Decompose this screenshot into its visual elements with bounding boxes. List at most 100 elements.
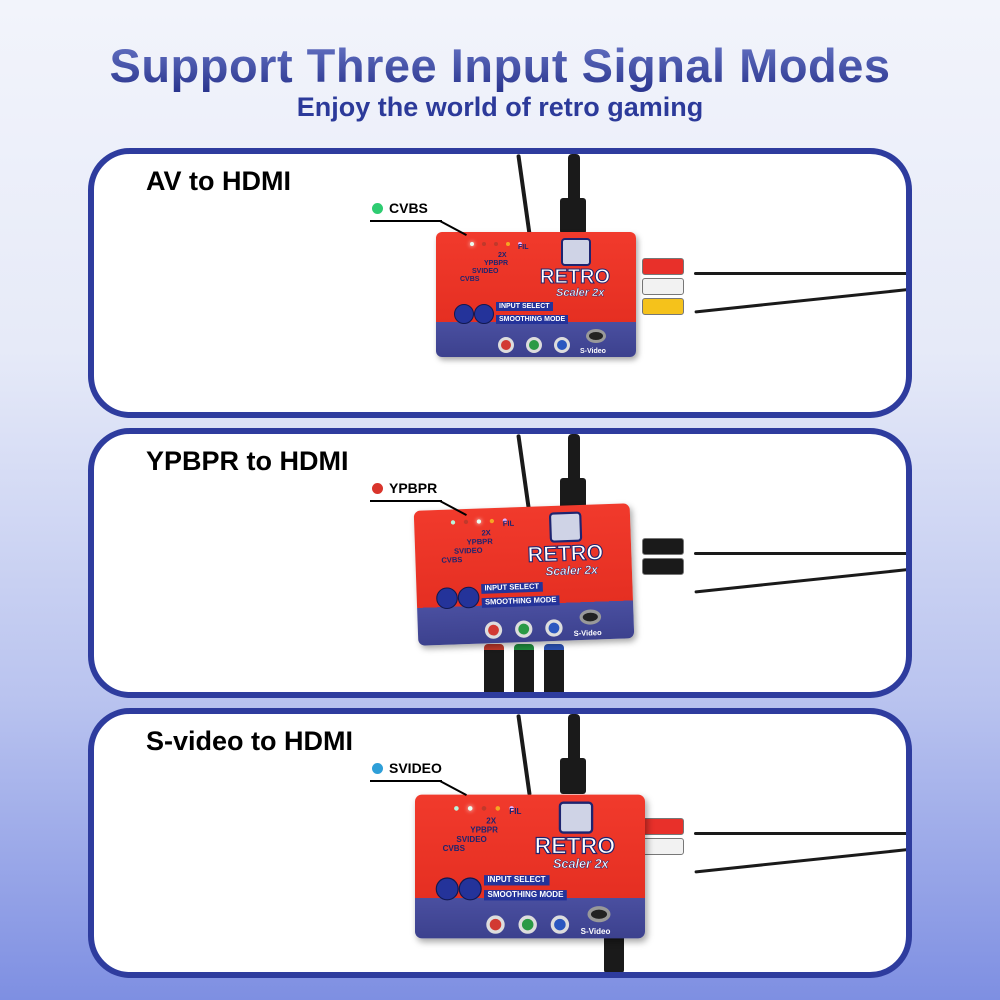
signal-callout: SVIDEO xyxy=(372,760,442,776)
led-label-svideo: SVIDEO xyxy=(453,547,483,556)
svideo-port-label: S-Video xyxy=(580,348,606,355)
smoothing-mode-button[interactable] xyxy=(458,877,482,901)
component-jack xyxy=(514,620,533,639)
input-select-button[interactable] xyxy=(435,877,459,901)
panel-title: YPBPR to HDMI xyxy=(146,446,349,476)
led-indicator xyxy=(467,806,473,811)
led-indicator xyxy=(481,806,487,811)
component-jack xyxy=(545,619,563,637)
rca-cable xyxy=(694,847,906,874)
smoothing-mode-button[interactable] xyxy=(474,304,494,324)
svideo-jack xyxy=(586,329,606,343)
led-label-fil: FIL xyxy=(518,244,529,251)
led-label-2x: 2X xyxy=(486,817,497,826)
led-indicator xyxy=(463,519,469,525)
led-label-svideo: SVIDEO xyxy=(456,836,487,845)
input-select-button[interactable] xyxy=(435,587,459,610)
logo-subtext: Scaler 2x xyxy=(553,857,609,872)
input-select-label: INPUT SELECT xyxy=(481,581,543,594)
rca-plug xyxy=(642,278,684,295)
smoothing-mode-label: SMOOTHING MODE xyxy=(484,890,567,901)
status-dot-icon xyxy=(372,762,383,774)
status-dot-icon xyxy=(372,482,383,494)
led-label-svideo: SVIDEO xyxy=(472,268,499,275)
component-cable xyxy=(544,644,564,692)
logo-monitor-icon xyxy=(558,801,594,834)
callout-line xyxy=(370,780,442,782)
rca-cable xyxy=(694,567,906,594)
led-indicator xyxy=(450,520,456,525)
status-dot-icon xyxy=(372,202,383,214)
rca-cable xyxy=(694,832,906,835)
panel-title: S-video to HDMI xyxy=(146,726,353,756)
component-jack xyxy=(550,915,570,934)
input-select-label: INPUT SELECT xyxy=(484,875,550,886)
rca-cable xyxy=(694,552,906,555)
logo-text: RETRO xyxy=(534,833,616,860)
callout-label: SVIDEO xyxy=(389,760,442,776)
rca-cable xyxy=(694,287,906,314)
callout-line xyxy=(439,780,467,796)
input-select-button[interactable] xyxy=(454,304,474,324)
led-label-cvbs: CVBS xyxy=(442,845,465,854)
svideo-port-label: S-Video xyxy=(573,629,602,639)
signal-callout: YPBPR xyxy=(372,480,437,496)
component-jack xyxy=(518,915,537,934)
logo-monitor-icon xyxy=(548,511,583,543)
led-indicator xyxy=(506,242,510,246)
led-indicator xyxy=(495,806,501,811)
led-indicator xyxy=(476,519,482,524)
rca-plug xyxy=(642,838,684,855)
led-label-ypbpr: YPBPR xyxy=(470,826,498,835)
av-cable xyxy=(516,714,532,796)
svideo-jack xyxy=(587,906,611,923)
led-indicator xyxy=(489,518,495,524)
led-indicator xyxy=(470,242,474,246)
component-cable xyxy=(514,644,534,692)
led-label-fil: FIL xyxy=(509,808,522,817)
smoothing-mode-button[interactable] xyxy=(457,586,480,609)
rca-plug xyxy=(642,258,684,275)
logo-monitor-icon xyxy=(561,238,591,266)
led-label-cvbs: CVBS xyxy=(460,276,480,283)
led-indicator xyxy=(494,242,498,246)
component-jack xyxy=(498,337,514,353)
logo-text: RETRO xyxy=(540,266,611,289)
panel-title: AV to HDMI xyxy=(146,166,291,196)
rca-plug xyxy=(642,558,684,575)
av-cable xyxy=(516,434,532,516)
input-select-label: INPUT SELECT xyxy=(496,302,553,311)
hdmi-plug xyxy=(560,198,586,234)
page-subtitle: Enjoy the world of retro gaming xyxy=(296,92,704,122)
component-cable xyxy=(484,644,504,692)
led-indicator xyxy=(518,242,522,246)
av-cable xyxy=(516,154,532,236)
callout-label: YPBPR xyxy=(389,480,438,496)
led-label-2x: 2X xyxy=(481,529,491,538)
smoothing-mode-label: SMOOTHING MODE xyxy=(481,595,560,608)
led-indicator xyxy=(482,242,486,246)
logo-subtext: Scaler 2x xyxy=(545,563,598,579)
rca-plug xyxy=(642,298,684,315)
callout-label: CVBS xyxy=(389,200,428,216)
hdmi-plug xyxy=(560,758,586,794)
callout-line xyxy=(370,220,442,222)
component-jack xyxy=(526,337,542,353)
led-label-cvbs: CVBS xyxy=(441,556,463,565)
rca-cable xyxy=(694,272,906,275)
component-jack xyxy=(554,337,570,353)
signal-callout: CVBS xyxy=(372,200,428,216)
svideo-jack xyxy=(579,609,602,625)
component-jack xyxy=(486,915,505,934)
svideo-port-label: S-Video xyxy=(580,928,611,937)
rca-plug xyxy=(642,538,684,555)
led-label-fil: FIL xyxy=(502,520,515,529)
rca-plug xyxy=(642,818,684,835)
smoothing-mode-label: SMOOTHING MODE xyxy=(496,315,569,324)
